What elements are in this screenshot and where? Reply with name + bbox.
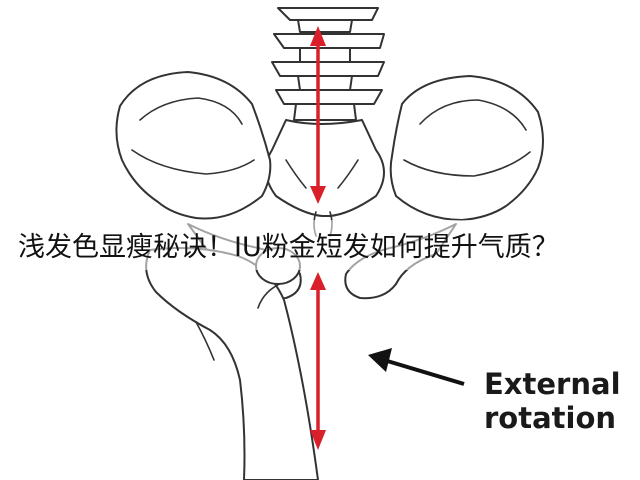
- annotation-line1: External: [484, 367, 621, 401]
- arrowhead-left-icon: [368, 348, 392, 372]
- left-ilium: [115, 71, 272, 220]
- right-ilium: [389, 75, 544, 221]
- arrowhead-down-icon: [310, 430, 326, 450]
- overlay-caption: 浅发色显瘦秘诀！IU粉金短发如何提升气质？: [18, 232, 559, 263]
- vertical-axis-arrows: [310, 26, 326, 450]
- arrowhead-up-icon: [310, 26, 326, 46]
- lumbar-spine: [271, 7, 385, 121]
- arrowhead-up-icon: [310, 272, 326, 290]
- annotation-line2: rotation: [484, 401, 616, 435]
- sacral-foramina: [285, 159, 359, 189]
- sacrum: [265, 119, 385, 217]
- caption-backdrop: [0, 220, 640, 270]
- arrowhead-down-icon: [310, 186, 326, 204]
- rotation-pointer-arrow: [368, 348, 465, 386]
